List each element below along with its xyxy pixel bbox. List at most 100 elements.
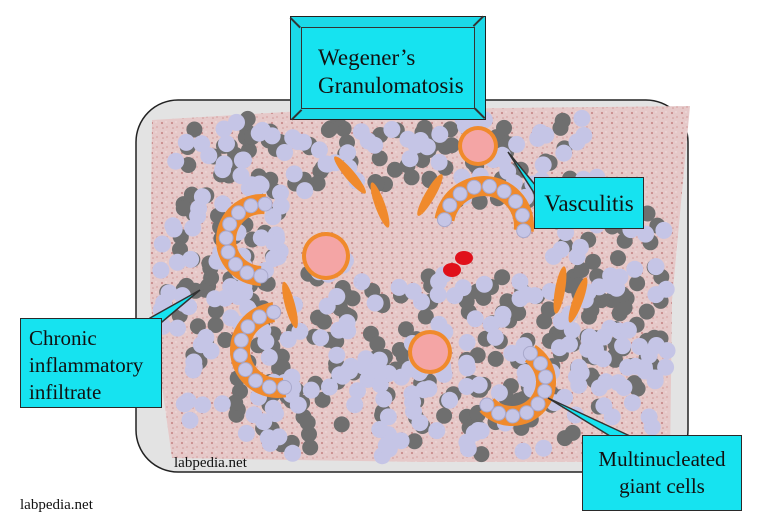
dark-cell <box>552 119 569 136</box>
lymphocyte <box>339 144 357 162</box>
giant-cell-nucleus <box>538 369 554 385</box>
lymphocyte <box>152 261 170 279</box>
lymphocyte <box>535 439 553 457</box>
lymphocyte <box>635 358 653 376</box>
lymphocyte <box>228 113 245 131</box>
giant-cell-nucleus <box>482 178 497 194</box>
lymphocyte <box>276 144 294 161</box>
giant-line-1: Multinucleated <box>598 447 726 471</box>
lymphocyte <box>371 376 389 394</box>
lymphocyte <box>310 141 328 159</box>
giant-cell-nucleus <box>251 309 267 325</box>
dark-cell <box>371 150 388 167</box>
lymphocyte <box>193 188 211 206</box>
giant-cell-nucleus <box>515 207 530 223</box>
lymphocyte <box>475 275 493 293</box>
lymphocyte <box>581 328 598 346</box>
lymphocyte <box>189 207 207 225</box>
dark-cell <box>314 391 331 408</box>
lymphocyte <box>214 195 232 213</box>
chronic-infiltrate-label: Chronic inflammatory infiltrate <box>20 318 162 408</box>
dark-cell <box>180 157 197 173</box>
lymphocyte <box>458 334 476 351</box>
lymphocyte <box>232 167 250 185</box>
dark-cell <box>386 161 403 178</box>
lymphocyte <box>658 342 676 360</box>
giant-cell-nucleus <box>522 345 538 361</box>
lymphocyte <box>626 260 644 278</box>
lymphocyte <box>167 152 185 170</box>
giant-cell-nucleus <box>233 332 249 348</box>
dark-cell <box>172 241 188 258</box>
lymphocyte <box>458 378 476 395</box>
lymphocyte <box>380 440 398 458</box>
lymphocyte <box>429 286 447 304</box>
dark-cell <box>496 119 512 136</box>
lymphocyte <box>655 221 673 239</box>
giant-line-2: giant cells <box>619 474 705 498</box>
dark-cell <box>301 426 317 443</box>
lymphocyte <box>466 310 484 328</box>
lymphocyte <box>608 279 626 297</box>
diagram-title: Wegener’s Granulomatosis <box>301 27 475 109</box>
necrosis-streak <box>568 277 588 323</box>
necrosis-streak <box>553 266 567 314</box>
giant-cell-nucleus <box>452 186 468 202</box>
vasculitis-label: Vasculitis <box>534 177 644 229</box>
lymphocyte <box>269 248 287 266</box>
giant-cell-nucleus <box>257 196 273 212</box>
lymphocyte <box>177 133 195 151</box>
lymphocyte <box>412 132 430 149</box>
dark-cell <box>207 317 224 333</box>
lymphocyte <box>609 374 627 392</box>
giant-cell-nucleus <box>248 373 264 389</box>
lymphocyte <box>563 321 581 339</box>
giant-cells-label: Multinucleated giant cells <box>582 435 742 511</box>
lymphocyte <box>194 396 212 414</box>
lymphocyte <box>401 150 419 168</box>
dark-cell <box>406 433 423 450</box>
lymphocyte <box>590 278 608 296</box>
lymphocyte <box>420 380 438 398</box>
lymphocyte <box>595 328 612 346</box>
lymphocyte <box>160 284 178 302</box>
dark-cell <box>487 350 504 367</box>
title-line-1: Wegener’s <box>318 45 416 70</box>
lymphocyte <box>637 225 655 243</box>
lymphocyte <box>255 413 273 431</box>
lymphocyte <box>184 361 202 379</box>
bevel-corner <box>473 15 484 27</box>
lymphocyte <box>253 121 271 139</box>
giant-cell-nucleus <box>237 362 253 378</box>
lymphocyte <box>312 329 330 347</box>
lymphocyte <box>571 238 589 256</box>
giant-cells <box>215 126 588 426</box>
giant-cell-nucleus <box>240 319 256 335</box>
lymphocyte <box>331 366 349 384</box>
dark-cell <box>186 121 203 138</box>
lymphocyte <box>330 321 348 339</box>
lymphocyte <box>181 411 199 429</box>
lymphocyte <box>346 396 364 414</box>
dark-cell <box>436 407 453 424</box>
dark-cell <box>581 308 597 325</box>
lymphocyte <box>430 153 448 171</box>
giant-cell-nucleus <box>442 197 458 213</box>
lymphocyte <box>482 315 500 333</box>
lymphocyte <box>371 421 389 438</box>
dark-cell <box>299 414 316 431</box>
giant-cell-nucleus <box>537 383 553 399</box>
lymphocyte <box>294 133 312 151</box>
lymphocyte <box>526 287 544 305</box>
giant-cell-nucleus <box>277 379 292 395</box>
lymphocyte <box>573 109 591 127</box>
dark-cell <box>320 122 337 138</box>
lymphocyte <box>458 354 476 372</box>
dark-cell <box>573 262 590 278</box>
dark-cell <box>395 348 412 365</box>
lymphocyte <box>555 144 573 162</box>
lymphocyte <box>404 282 422 300</box>
dark-cell <box>227 394 244 411</box>
lymphocyte <box>265 234 283 252</box>
lymphocyte <box>272 184 289 202</box>
